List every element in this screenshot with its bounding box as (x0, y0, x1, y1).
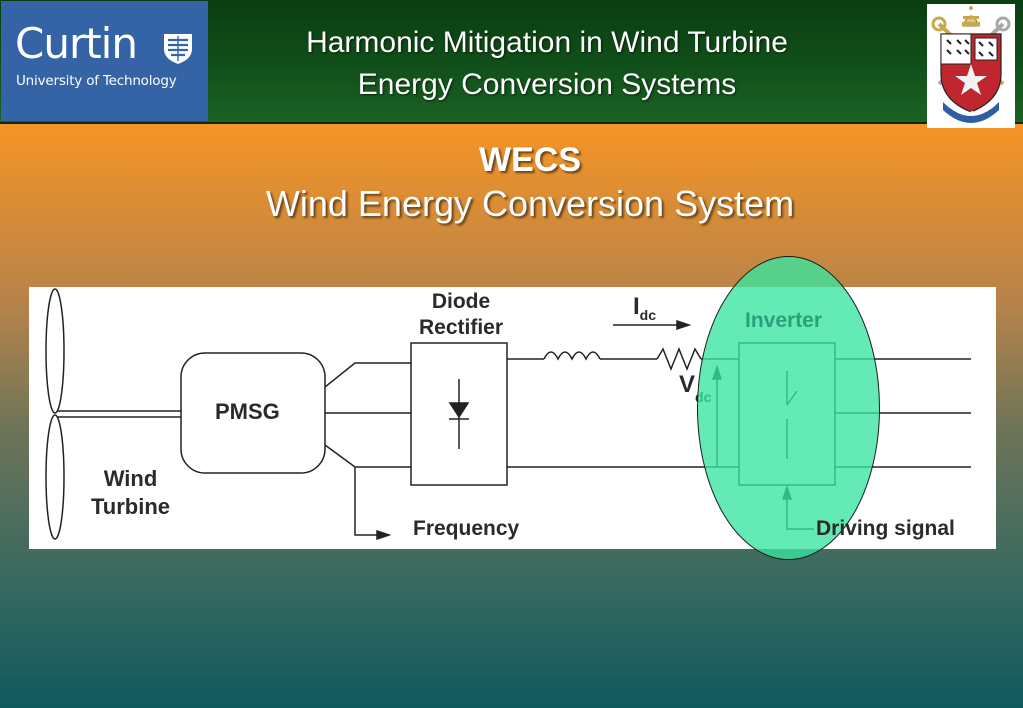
turbine-blade-upper (45, 288, 65, 414)
crest-icon: AD VERVM DVCIT (925, 0, 1011, 123)
idc-label: Idc (633, 293, 657, 323)
frequency-arrow-icon (376, 529, 392, 541)
title-line-1: Harmonic Mitigation in Wind Turbine (306, 26, 788, 59)
inverter-label: Inverter (745, 309, 823, 332)
curtin-logo[interactable]: Curtin University of Technology (1, 1, 208, 121)
logo-subtitle: University of Technology (16, 73, 177, 89)
rectifier-box (410, 342, 508, 486)
slide-heading: WECS Wind Energy Conversion System (180, 140, 880, 228)
turbine-blade-lower (45, 414, 65, 540)
logo-shield-icon (164, 34, 192, 64)
dc-resistor-icon (656, 346, 702, 372)
frequency-label: Frequency (413, 517, 520, 540)
pmsg-label: PMSG (215, 399, 280, 424)
diode-icon (448, 402, 470, 419)
slide-heading-acronym: WECS (479, 141, 581, 179)
phase-line-c (324, 444, 411, 468)
dc-inductor-icon (543, 351, 601, 361)
frequency-line (354, 467, 377, 536)
header-bar: Curtin University of Technology Harmonic… (0, 0, 1023, 124)
title-line-2: Energy Conversion Systems (357, 68, 737, 101)
driving-signal-label: Driving signal (816, 517, 955, 540)
phase-line-a (324, 362, 411, 388)
university-crest: AD VERVM DVCIT (925, 0, 1015, 128)
wind-turbine-label: Wind Turbine (91, 466, 171, 519)
logo-wordmark: Curtin (15, 19, 138, 68)
slide-heading-full: Wind Energy Conversion System (265, 183, 795, 224)
idc-arrow-icon (676, 319, 692, 331)
presentation-title: Harmonic Mitigation in Wind Turbine Ener… (232, 22, 862, 106)
rectifier-label: Diode Rectifier (418, 290, 504, 339)
inverter-highlight (697, 256, 880, 560)
